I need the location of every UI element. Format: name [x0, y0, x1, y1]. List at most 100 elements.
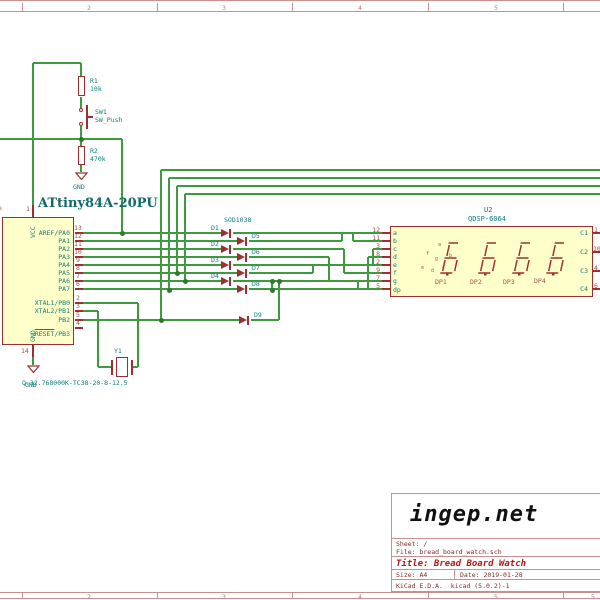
diode-ref[interactable]: D9 — [254, 311, 262, 319]
wire-segment[interactable] — [249, 240, 342, 242]
ic-pin-stub[interactable] — [75, 302, 83, 304]
diode-D2[interactable] — [221, 244, 233, 255]
wire-segment[interactable] — [352, 233, 354, 241]
resistor-r1-ref[interactable]: R1 — [90, 77, 98, 85]
wire-segment[interactable] — [278, 281, 280, 320]
wire-segment[interactable] — [367, 257, 369, 289]
ic-pin-stub[interactable] — [75, 288, 83, 290]
wire-segment[interactable] — [0, 138, 122, 140]
wire-segment[interactable] — [121, 139, 123, 233]
display-pin-stub[interactable] — [593, 232, 600, 234]
diode-D9[interactable] — [239, 315, 251, 326]
diode-ref[interactable]: D4 — [211, 272, 219, 280]
wire-segment[interactable] — [83, 248, 221, 250]
wire-segment[interactable] — [161, 169, 600, 171]
diode-D5[interactable] — [237, 236, 249, 247]
wire-segment[interactable] — [185, 193, 600, 195]
display-pin-stub[interactable] — [593, 288, 600, 290]
display-pin-stub[interactable] — [382, 256, 390, 258]
switch-sw1-terminal[interactable] — [79, 108, 83, 112]
wire-segment[interactable] — [80, 165, 82, 172]
wire-segment[interactable] — [137, 303, 139, 367]
gnd-symbol[interactable] — [27, 365, 40, 374]
display-value[interactable]: QDSP-6064 — [468, 215, 506, 223]
ic-pin-stub[interactable] — [32, 345, 34, 357]
wire-segment[interactable] — [184, 194, 186, 281]
display-pin-stub[interactable] — [382, 232, 390, 234]
crystal-y1-ref[interactable]: Y1 — [114, 347, 122, 355]
wire-segment[interactable] — [358, 288, 382, 290]
wire-segment[interactable] — [177, 185, 600, 187]
wire-segment[interactable] — [176, 186, 178, 273]
wire-segment[interactable] — [83, 310, 98, 312]
wire-segment[interactable] — [80, 97, 82, 108]
diode-ref[interactable]: D8 — [252, 280, 260, 288]
diode-D6[interactable] — [237, 252, 249, 263]
diode-D1[interactable] — [221, 228, 233, 239]
resistor-r2[interactable] — [77, 146, 85, 165]
wire-segment[interactable] — [313, 264, 382, 266]
wire-segment[interactable] — [342, 232, 382, 234]
ic-pin-stub[interactable] — [75, 310, 83, 312]
ic-pin-stub[interactable] — [75, 264, 83, 266]
diode-D4[interactable] — [221, 276, 233, 287]
ic-attiny84-value[interactable]: ATtiny84A-20PU — [38, 196, 158, 211]
wire-segment[interactable] — [233, 248, 344, 250]
wire-segment[interactable] — [132, 366, 138, 368]
display-pin-stub[interactable] — [382, 272, 390, 274]
wire-segment[interactable] — [373, 248, 382, 250]
display-pin-stub[interactable] — [382, 288, 390, 290]
ic-attiny84-body[interactable] — [2, 217, 74, 345]
ic-pin-stub[interactable] — [75, 272, 83, 274]
wire-segment[interactable] — [249, 256, 329, 258]
wire-segment[interactable] — [233, 232, 353, 234]
diode-D7[interactable] — [237, 268, 249, 279]
wire-segment[interactable] — [32, 63, 34, 205]
diodes-value[interactable]: SOD1038 — [224, 216, 252, 224]
wire-segment[interactable] — [353, 240, 382, 242]
switch-sw1-ref[interactable]: SW1 — [95, 108, 107, 116]
display-pin-stub[interactable] — [593, 270, 600, 272]
wire-segment[interactable] — [83, 264, 221, 266]
wire-segment[interactable] — [372, 249, 374, 265]
display-pin-stub[interactable] — [382, 280, 390, 282]
diode-ref[interactable]: D6 — [252, 248, 260, 256]
switch-sw1-terminal[interactable] — [79, 122, 83, 126]
ic-pin-stub[interactable] — [75, 248, 83, 250]
wire-segment[interactable] — [249, 288, 368, 290]
crystal-y1-plate[interactable] — [131, 360, 133, 375]
wire-segment[interactable] — [357, 281, 359, 289]
ic-pin-stub[interactable] — [75, 256, 83, 258]
resistor-r1[interactable] — [77, 76, 85, 96]
ic-pin-stub[interactable] — [75, 327, 83, 329]
resistor-r2-value[interactable]: 470k — [90, 155, 106, 163]
wire-segment[interactable] — [344, 272, 382, 274]
display-qdsp6064-body[interactable] — [390, 226, 593, 297]
ic-pin-stub[interactable] — [75, 319, 83, 321]
wire-segment[interactable] — [233, 264, 373, 266]
wire-segment[interactable] — [328, 257, 330, 281]
gnd-symbol[interactable] — [75, 172, 88, 181]
display-pin-stub[interactable] — [382, 240, 390, 242]
wire-segment[interactable] — [169, 177, 600, 179]
diode-ref[interactable]: D3 — [211, 256, 219, 264]
wire-segment[interactable] — [83, 280, 221, 282]
wire-segment[interactable] — [251, 319, 279, 321]
diode-ref[interactable]: D1 — [211, 224, 219, 232]
wire-segment[interactable] — [80, 126, 82, 146]
display-pin-stub[interactable] — [593, 251, 600, 253]
ic-pin-stub[interactable] — [75, 232, 83, 234]
wire-segment[interactable] — [33, 62, 81, 64]
crystal-y1-plate[interactable] — [111, 360, 113, 375]
wire-segment[interactable] — [98, 366, 112, 368]
display-pin-stub[interactable] — [382, 264, 390, 266]
wire-segment[interactable] — [168, 178, 170, 290]
resistor-r1-value[interactable]: 10k — [90, 85, 102, 93]
ic-pin-stub[interactable] — [75, 280, 83, 282]
crystal-y1-body[interactable] — [116, 357, 128, 377]
switch-sw1-value[interactable]: SW_Push — [95, 116, 123, 124]
display-ref[interactable]: U2 — [484, 206, 493, 214]
wire-segment[interactable] — [97, 311, 99, 367]
ic-pin-stub[interactable] — [75, 240, 83, 242]
